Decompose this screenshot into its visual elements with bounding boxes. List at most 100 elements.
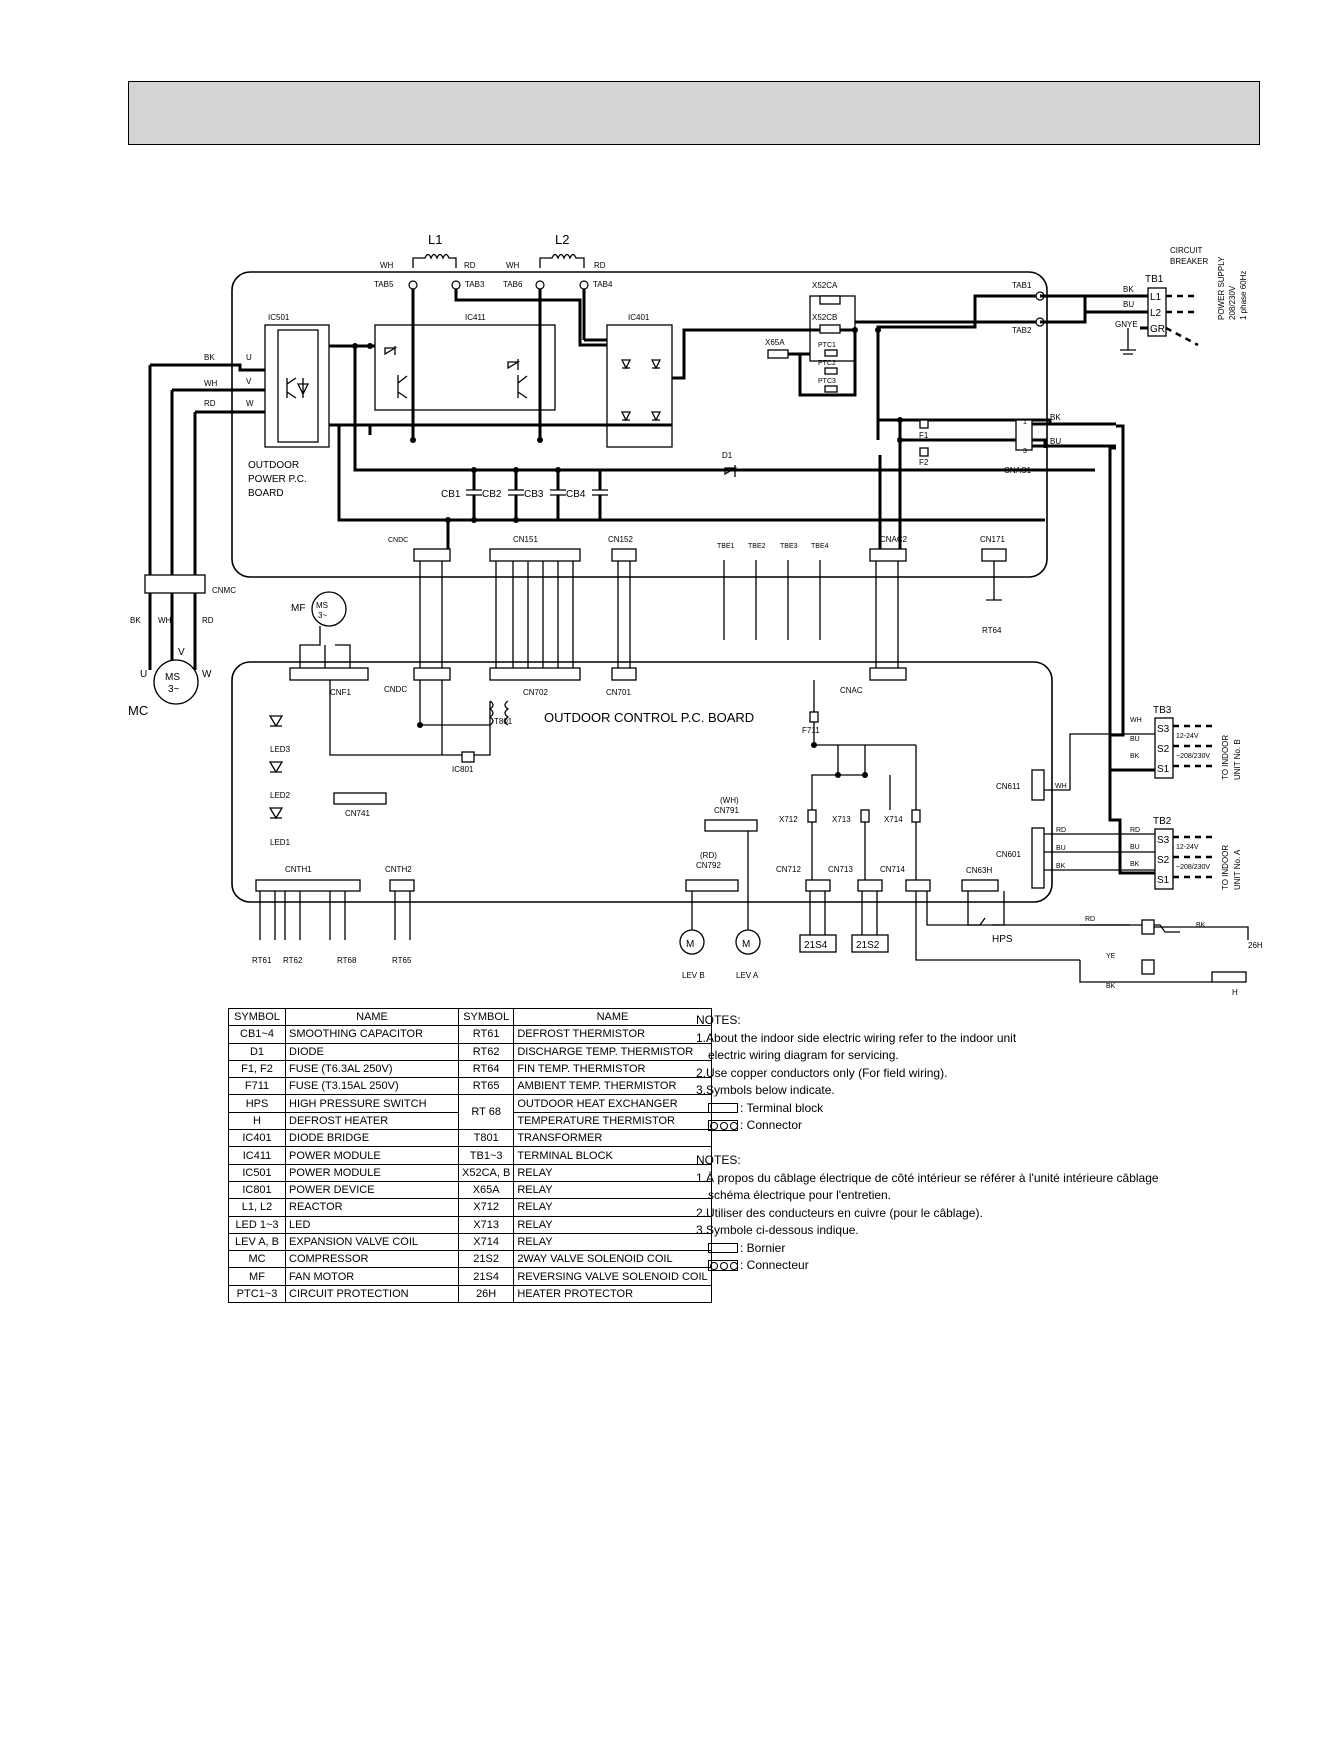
symbol-cell: D1 (228, 1042, 286, 1061)
name-cell: HIGH PRESSURE SWITCH (285, 1094, 459, 1113)
symbol-cell: IC411 (228, 1146, 286, 1165)
svg-text:RD: RD (464, 261, 476, 270)
svg-text:RD: RD (1085, 916, 1095, 923)
svg-text:BREAKER: BREAKER (1170, 257, 1208, 266)
svg-text:TO INDOOR: TO INDOOR (1221, 735, 1230, 780)
legend-terminal-block: : Bornier (696, 1240, 1159, 1258)
svg-text:CNF1: CNF1 (330, 688, 351, 697)
symbol-cell: PTC1~3 (228, 1284, 286, 1304)
symbol-cell: RT65 (457, 1077, 515, 1096)
svg-text:X52CB: X52CB (812, 313, 837, 322)
junction-dots (352, 327, 903, 778)
svg-text:PTC1: PTC1 (818, 342, 836, 349)
name-cell: RELAY (513, 1163, 712, 1182)
header-name: NAME (513, 1007, 712, 1027)
svg-text:BK: BK (1123, 285, 1134, 294)
svg-text:CN701: CN701 (606, 688, 631, 697)
svg-text:CNDC: CNDC (384, 685, 407, 694)
connector-icon (708, 1120, 738, 1132)
svg-text:D1: D1 (722, 451, 733, 460)
svg-text:V: V (178, 647, 185, 658)
svg-text:CN63H: CN63H (966, 866, 992, 875)
svg-text:L1: L1 (1150, 292, 1162, 303)
svg-text:208/230V: 208/230V (1228, 285, 1237, 320)
svg-text:CN714: CN714 (880, 865, 905, 874)
svg-text:CN171: CN171 (980, 535, 1005, 544)
name-cell: DEFROST THERMISTOR (513, 1025, 712, 1044)
symbol-cell: IC501 (228, 1163, 286, 1182)
svg-text:L2: L2 (555, 232, 569, 247)
svg-text:WH: WH (158, 616, 172, 625)
ic501-box (264, 324, 330, 448)
symbol-cell: RT 68 (457, 1094, 515, 1131)
legend-connector: : Connecteur (696, 1257, 1159, 1275)
svg-text:TAB5: TAB5 (374, 280, 394, 289)
svg-text:BU: BU (1130, 736, 1140, 743)
svg-text:TBE2: TBE2 (748, 543, 766, 550)
svg-text:F711: F711 (802, 726, 820, 735)
name-cell: DIODE BRIDGE (285, 1129, 459, 1148)
svg-text:BK: BK (1106, 983, 1116, 990)
svg-text:TBE3: TBE3 (780, 543, 798, 550)
svg-text:CNTH2: CNTH2 (385, 865, 412, 874)
svg-text:M: M (742, 939, 750, 950)
note-2: 2.Utiliser des conducteurs en cuivre (po… (696, 1205, 983, 1220)
compressor-motor (153, 659, 199, 705)
name-cell: RELAY (513, 1232, 712, 1252)
svg-text:BU: BU (1056, 845, 1066, 852)
svg-text:BK: BK (1130, 753, 1140, 760)
name-cell: TERMINAL BLOCK (513, 1146, 712, 1165)
symbol-cell: X713 (457, 1215, 515, 1234)
symbol-cell: MC (228, 1250, 286, 1269)
svg-text:RT68: RT68 (337, 956, 357, 965)
name-cell: FIN TEMP. THERMISTOR (513, 1059, 712, 1079)
svg-text:~208/230V: ~208/230V (1176, 864, 1210, 871)
svg-text:F1: F1 (919, 431, 929, 440)
svg-text:CNTH1: CNTH1 (285, 865, 312, 874)
svg-text:TO INDOOR: TO INDOOR (1221, 845, 1230, 890)
note-1b: schéma électrique pour l'entretien. (708, 1188, 892, 1202)
svg-text:F2: F2 (919, 458, 929, 467)
header-symbol: SYMBOL (228, 1007, 286, 1027)
svg-text:26H: 26H (1248, 941, 1263, 950)
symbol-cell: 21S4 (457, 1267, 515, 1286)
cndc-top: CNDC (388, 537, 451, 562)
symbol-cell: MF (228, 1267, 286, 1286)
name-cell: HEATER PROTECTOR (513, 1284, 712, 1304)
name-cell: AMBIENT TEMP. THERMISTOR (513, 1077, 712, 1096)
svg-text:UNIT No. B: UNIT No. B (1233, 739, 1242, 780)
legend-connector: : Connector (696, 1117, 1016, 1135)
name-cell: LED (285, 1215, 459, 1234)
terminal-block-tb3: TB3 S3 S2 S1 WH BU BK 12-24V ~208/230V T… (1130, 705, 1242, 780)
note-2: 2.Use copper conductors only (For field … (696, 1065, 948, 1080)
svg-text:RD: RD (202, 616, 214, 625)
svg-text:CN152: CN152 (608, 535, 633, 544)
svg-text:CN601: CN601 (996, 850, 1021, 859)
svg-text:TAB2: TAB2 (1012, 326, 1032, 335)
svg-text:CN713: CN713 (828, 865, 853, 874)
svg-text:X714: X714 (884, 815, 903, 824)
svg-text:L2: L2 (1150, 308, 1162, 319)
svg-text:LED3: LED3 (270, 745, 291, 754)
svg-text:S1: S1 (1157, 875, 1170, 886)
svg-text:U: U (246, 353, 252, 362)
svg-text:W: W (246, 399, 254, 408)
svg-text:MS: MS (316, 601, 328, 610)
svg-text:W: W (202, 669, 212, 680)
svg-text:BU: BU (1050, 437, 1061, 446)
svg-text:CNAC2: CNAC2 (880, 535, 908, 544)
svg-text:RT65: RT65 (392, 956, 412, 965)
note-3: 3.Symbols below indicate. (696, 1083, 835, 1097)
svg-text:TBE4: TBE4 (811, 543, 829, 550)
legend-terminal-block: : Terminal block (696, 1100, 1016, 1118)
svg-text:HPS: HPS (992, 934, 1013, 945)
symbol-cell: L1, L2 (228, 1198, 286, 1217)
svg-text:M: M (686, 939, 694, 950)
symbol-cell: IC801 (228, 1180, 286, 1200)
symbol-cell: RT62 (457, 1042, 515, 1061)
